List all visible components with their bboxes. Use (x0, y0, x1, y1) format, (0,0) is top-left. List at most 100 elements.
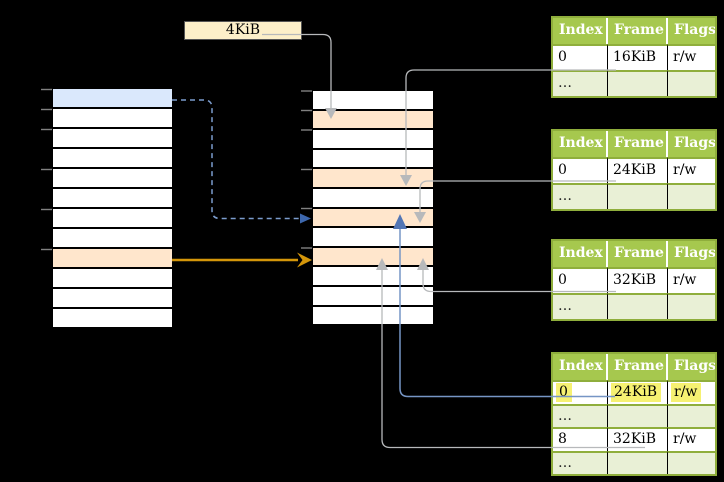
cell-index: … (553, 450, 608, 474)
cell-value: r/w (673, 49, 697, 65)
vm-page-row (53, 109, 172, 129)
pm-frame-row (313, 188, 433, 209)
cell-index: … (553, 70, 608, 96)
cell-index: 0 (553, 380, 608, 404)
cell-value: … (558, 75, 572, 91)
pm-frame-row-page-table (313, 110, 433, 131)
vm-page-row (53, 229, 172, 249)
column-header-flags: Flags (668, 131, 715, 157)
cell-value: r/w (673, 272, 697, 288)
vm-page-row-mapped-orange (53, 249, 172, 269)
header-label: Flags (674, 135, 715, 151)
cell-flags (668, 293, 715, 319)
header-label: Index (559, 245, 603, 261)
column-header-flags: Flags (668, 354, 715, 380)
cell-frame: 24KiB (608, 157, 668, 183)
column-header-flags: Flags (668, 241, 715, 267)
cell-flags: r/w (668, 44, 715, 70)
size-label: 4KiB (225, 22, 261, 38)
cell-index: 0 (553, 267, 608, 293)
cell-value: 32KiB (613, 272, 657, 288)
vm-page-row (53, 129, 172, 149)
cell-flags (668, 183, 715, 209)
cell-value: r/w (673, 431, 697, 447)
page-table-3: Index Frame Flags 0 32KiB r/w … (551, 239, 717, 321)
cell-frame (608, 403, 668, 427)
column-header-index: Index (553, 354, 608, 380)
cell-index: 0 (553, 157, 608, 183)
pm-frame-row (313, 267, 433, 287)
header-label: Frame (614, 22, 664, 38)
cell-flags (668, 403, 715, 427)
column-header-index: Index (553, 131, 608, 157)
cell-frame (608, 293, 668, 319)
vm-page-row (53, 169, 172, 189)
header-label: Index (559, 135, 603, 151)
cell-value: r/w (673, 162, 697, 178)
cell-value: 0 (558, 272, 567, 288)
header-label: Index (559, 22, 603, 38)
size-label-box: 4KiB (184, 21, 302, 40)
cell-index: 0 (553, 44, 608, 70)
cell-frame: 32KiB (608, 427, 668, 451)
cell-value-highlighted: r/w (671, 383, 702, 402)
cell-flags (668, 70, 715, 96)
cell-flags (668, 450, 715, 474)
cell-index: … (553, 403, 608, 427)
column-header-flags: Flags (668, 18, 715, 44)
cell-flags: r/w (668, 380, 715, 404)
cell-value: 0 (558, 162, 567, 178)
cell-value: … (558, 454, 572, 471)
pm-frame-row (313, 306, 433, 327)
vm-page-row (53, 269, 172, 289)
cell-frame: 32KiB (608, 267, 668, 293)
header-label: Flags (674, 245, 715, 261)
pm-frame-row (313, 149, 433, 170)
vm-page-row (53, 209, 172, 229)
cell-index: 8 (553, 427, 608, 451)
physical-memory-column (313, 91, 433, 327)
cell-flags: r/w (668, 267, 715, 293)
cell-flags: r/w (668, 427, 715, 451)
cell-value: 8 (558, 431, 567, 447)
header-label: Frame (614, 358, 664, 374)
cell-index: … (553, 293, 608, 319)
cell-index: … (553, 183, 608, 209)
column-header-frame: Frame (608, 354, 668, 380)
column-header-index: Index (553, 18, 608, 44)
column-header-index: Index (553, 241, 608, 267)
pm-frame-row (313, 228, 433, 248)
cell-frame (608, 183, 668, 209)
header-label: Flags (674, 358, 715, 374)
pm-frame-row-page-table (313, 247, 433, 268)
cell-value: … (558, 407, 572, 424)
page-table-1: Index Frame Flags 0 16KiB r/w … (551, 16, 717, 98)
vm-page-row-mapped-blue (53, 89, 172, 109)
cell-frame (608, 70, 668, 96)
column-header-frame: Frame (608, 131, 668, 157)
connector-vm-blue-page-to-frame-dashed (172, 99, 301, 220)
vm-page-row (53, 189, 172, 209)
cell-value: 24KiB (613, 162, 657, 178)
cell-value: … (558, 298, 572, 314)
header-label: Frame (614, 135, 664, 151)
column-header-frame: Frame (608, 18, 668, 44)
virtual-memory-column (53, 89, 172, 329)
cell-frame (608, 450, 668, 474)
vm-page-row (53, 289, 172, 309)
cell-flags: r/w (668, 157, 715, 183)
cell-frame: 16KiB (608, 44, 668, 70)
pm-frame-row (313, 286, 433, 307)
vm-page-row (53, 149, 172, 169)
header-label: Index (559, 358, 603, 374)
header-label: Frame (614, 245, 664, 261)
cell-value-highlighted: 24KiB (611, 383, 662, 402)
page-table-2: Index Frame Flags 0 24KiB r/w … (551, 129, 717, 211)
pm-frame-row-page-table (313, 208, 433, 229)
cell-value-highlighted: 0 (556, 383, 572, 402)
header-label: Flags (674, 22, 715, 38)
cell-value: 0 (558, 49, 567, 65)
column-header-frame: Frame (608, 241, 668, 267)
vm-page-row (53, 309, 172, 329)
